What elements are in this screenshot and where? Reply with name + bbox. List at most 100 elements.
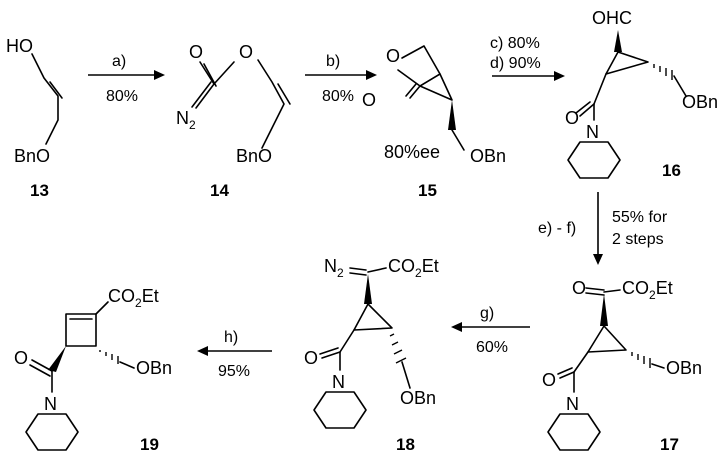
arrow-head [154, 70, 165, 80]
bond-ch2 [401, 361, 411, 389]
carbonyl-double-line [575, 101, 591, 114]
arrow-step-a: a) 80% [88, 53, 165, 105]
bond-amide [339, 329, 355, 353]
bond-chain [257, 59, 285, 149]
bond-amide [573, 351, 589, 373]
arrow-head [197, 346, 208, 356]
arrow-step-g: g) 60% [451, 305, 530, 356]
arrow-step-b: b) 80% [305, 53, 377, 105]
compound-16: OHC OBn O N 16 [565, 8, 718, 180]
atom-label-n2: N2 [324, 256, 344, 280]
hashed-bond [631, 352, 651, 368]
bond-carbonyl [579, 103, 595, 117]
wedge-bond [600, 294, 608, 326]
diazo-double-line [349, 272, 367, 276]
diazo-double-line [191, 81, 212, 108]
yield-b: 80% [322, 88, 354, 105]
compound-number-14: 14 [210, 181, 229, 200]
condition-ef: e) - f) [538, 220, 576, 237]
compound-19: CO2Et OBn O N 19 [14, 286, 172, 454]
bond-ester [95, 301, 109, 315]
carbonyl-double-line [29, 364, 51, 377]
compound-number-15: 15 [418, 181, 437, 200]
compound-13: HO BnO 13 [6, 36, 63, 200]
bond-lactone-ring [397, 45, 441, 87]
arrow-step-cd: c) 80% d) 90% [490, 35, 565, 81]
atom-label-obn: OBn [682, 92, 718, 112]
compound-number-17: 17 [660, 435, 679, 454]
bond-ch2 [651, 363, 665, 369]
arrow-head [593, 254, 603, 265]
atom-label-co2et: CO2Et [622, 278, 673, 302]
atom-label-oh: HO [6, 36, 33, 56]
atom-label-obn: OBn [400, 388, 436, 408]
carbonyl-double-line [319, 347, 339, 355]
bond-ch2 [119, 361, 135, 369]
wedge-bond [448, 100, 456, 130]
atom-label-n: N [566, 394, 579, 414]
atom-label-co2et: CO2Et [108, 286, 159, 310]
compound-15: O O OBn 80%ee 15 [362, 45, 506, 200]
condition-h: h) [224, 329, 238, 346]
atom-label-bno: BnO [236, 146, 272, 166]
atom-label-o: O [565, 108, 579, 128]
ee-note: 80%ee [384, 142, 440, 162]
atom-label-o-ring: O [386, 46, 400, 66]
bond-carbonyl [559, 371, 575, 379]
bond-cyclopropane [605, 51, 649, 75]
yield-g: 60% [476, 339, 508, 356]
atom-label-obn: OBn [470, 146, 506, 166]
bond-cyclopropane [419, 73, 453, 101]
wedge-bond [48, 346, 66, 372]
bond-ch2 [451, 129, 465, 151]
hashed-bond [653, 64, 673, 80]
atom-label-o-carbonyl: O [362, 90, 376, 110]
atom-label-bno: BnO [14, 146, 50, 166]
double-bond-line [49, 81, 63, 99]
wedge-bond [364, 274, 372, 304]
bond-carbonyl [409, 85, 421, 99]
compound-number-18: 18 [396, 435, 415, 454]
carbonyl-double-line [203, 63, 217, 87]
bond-cyclopropane [353, 303, 393, 331]
compound-17: O CO2Et OBn O N 17 [542, 278, 702, 454]
bond-cyclopropane [587, 325, 627, 353]
compound-number-19: 19 [140, 435, 159, 454]
bond-keto [585, 287, 605, 291]
bond-diazo [349, 267, 367, 271]
atom-label-n: N [586, 122, 599, 142]
atom-label-o: O [304, 348, 318, 368]
atom-label-co2et: CO2Et [388, 256, 439, 280]
yield-h: 95% [218, 363, 250, 380]
compound-18: N2 CO2Et OBn O N 18 [304, 256, 439, 454]
piperidine-ring [313, 391, 367, 429]
bond-skeleton [31, 53, 59, 145]
arrow-head [451, 322, 462, 332]
bond-diazo-carbon [195, 83, 215, 109]
piperidine-ring [567, 141, 621, 179]
piperidine-ring [547, 413, 601, 451]
yield-a: 80% [106, 88, 138, 105]
arrow-head [366, 70, 377, 80]
hashed-bond [389, 333, 407, 364]
double-bond-line [277, 83, 291, 105]
carbonyl-double-line [557, 367, 573, 375]
atom-label-obn: OBn [666, 358, 702, 378]
condition-c: c) 80% [490, 35, 540, 52]
bond-carbonyl [31, 359, 53, 372]
bond-ch2 [673, 75, 687, 97]
atom-label-n: N [332, 372, 345, 392]
condition-g: g) [480, 305, 494, 322]
carbonyl-double-line [405, 83, 417, 97]
atom-label-n: N [44, 394, 57, 414]
subscript-2: 2 [189, 118, 196, 132]
atom-label-ohc: OHC [592, 8, 632, 28]
atom-label-o-carbonyl: O [189, 42, 203, 62]
bond-amide [593, 73, 607, 105]
atom-label-n2: N [176, 108, 189, 128]
atom-label-obn: OBn [136, 358, 172, 378]
wedge-bond [614, 30, 622, 52]
compound-number-13: 13 [30, 181, 49, 200]
hashed-bond [99, 350, 119, 364]
